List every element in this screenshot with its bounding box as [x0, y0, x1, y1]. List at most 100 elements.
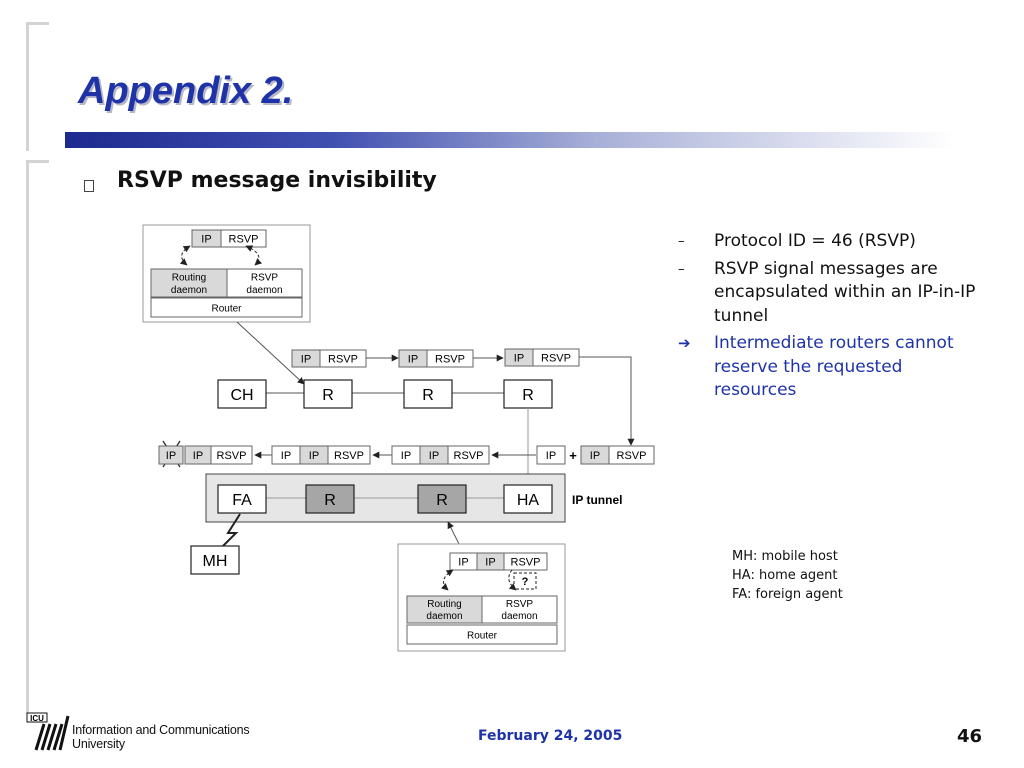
slide-subtitle: RSVP message invisibility	[117, 168, 437, 193]
legend-item: HA: home agent	[732, 568, 838, 583]
dashed-arrow	[179, 245, 191, 266]
routing-daemon-box	[406, 595, 483, 624]
packet: IP RSVP	[580, 445, 655, 465]
bullet-text: RSVP signal messages are encapsulated wi…	[714, 258, 976, 326]
ip-label: IP	[546, 450, 556, 462]
rsvp-field	[210, 445, 253, 465]
dash-icon: –	[678, 234, 685, 249]
packet-dropped: IP	[158, 445, 184, 465]
packet: IP IP RSVP	[391, 445, 490, 465]
detail-connector	[447, 521, 460, 545]
rsvp-label: RSVP	[334, 450, 364, 462]
page-number: 46	[957, 726, 983, 747]
router-node-label: R	[436, 492, 448, 509]
routing-daemon-label: daemon	[426, 611, 462, 622]
routing-daemon-label: daemon	[171, 285, 207, 296]
rsvp-label: RSVP	[511, 557, 541, 569]
rsvp-field	[327, 445, 371, 465]
bullet-text: Protocol ID = 46 (RSVP)	[714, 231, 916, 251]
bullet-item-highlight: ➔ Intermediate routers cannot reserve the…	[678, 332, 978, 403]
slide-title: Appendix 2.	[78, 70, 294, 112]
ip-label: IP	[408, 354, 418, 366]
node-fa	[217, 484, 267, 514]
node-fa-label: FA	[232, 492, 252, 509]
legend-item: MH: mobile host	[732, 549, 838, 564]
router-node-label: R	[322, 387, 334, 404]
title-underline	[65, 132, 955, 148]
rsvp-daemon-box	[226, 268, 303, 298]
rsvp-daemon-box	[481, 595, 558, 624]
rsvp-label: RSVP	[229, 234, 259, 246]
ip-label: IP	[429, 450, 439, 462]
rsvp-label: RSVP	[541, 353, 571, 365]
rsvp-label: RSVP	[435, 354, 465, 366]
packet: IP RSVP	[504, 348, 580, 367]
rsvp-field	[503, 552, 548, 571]
rsvp-label: RSVP	[328, 354, 358, 366]
ip-label: IP	[193, 450, 203, 462]
dash-icon: –	[678, 261, 685, 277]
node-ha	[503, 484, 553, 514]
ip-field	[158, 445, 184, 465]
router-node-tunnel	[305, 484, 355, 514]
packet: IP IP RSVP	[271, 445, 371, 465]
router-node-label: R	[522, 387, 534, 404]
router-label: Router	[211, 304, 242, 315]
dashed-arrow	[440, 569, 454, 591]
packet: IP RSVP	[291, 349, 367, 368]
ip-field	[536, 445, 566, 465]
router-node-label: R	[422, 387, 434, 404]
node-mh	[190, 545, 240, 575]
legend: MH: mobile host HA: home agent FA: forei…	[732, 547, 843, 604]
router-box	[150, 297, 303, 318]
wireless-link-icon	[221, 513, 241, 548]
rsvp-daemon-label: RSVP	[251, 273, 279, 284]
router-box	[406, 624, 558, 645]
router-node	[403, 379, 453, 409]
ip-label: IP	[309, 450, 319, 462]
router-detail-bottom: IP IP RSVP ? Routing daemon RSVP daemon …	[397, 543, 566, 652]
dashed-arrow	[245, 245, 263, 266]
node-ha-label: HA	[517, 492, 540, 509]
routing-daemon-box	[150, 268, 228, 298]
rsvp-field	[220, 229, 267, 248]
ip-label: IP	[485, 557, 495, 569]
ip-label: IP	[301, 354, 311, 366]
arrow-icon: ➔	[678, 334, 691, 352]
ip-label: IP	[514, 353, 524, 365]
router-node	[303, 379, 353, 409]
node-ch-label: CH	[230, 387, 253, 404]
bullet-list: – Protocol ID = 46 (RSVP) – RSVP signal me…	[678, 230, 978, 407]
rsvp-daemon-label: RSVP	[506, 599, 534, 610]
plus-sign: +	[569, 448, 577, 463]
ip-label: IP	[458, 557, 468, 569]
rsvp-label: RSVP	[617, 450, 647, 462]
packet: IP RSVP	[398, 349, 474, 368]
packet: IP	[536, 445, 566, 465]
unknown-marker	[513, 572, 537, 590]
footer-date: February 24, 2005	[478, 728, 623, 744]
rsvp-daemon-label: daemon	[501, 611, 537, 622]
routing-daemon-label: Routing	[427, 599, 461, 610]
router-node-tunnel	[417, 484, 467, 514]
router-node-label: R	[324, 492, 336, 509]
ip-label: IP	[281, 450, 291, 462]
bullet-box-icon	[84, 180, 94, 192]
question-mark: ?	[522, 576, 529, 588]
router-node	[503, 379, 553, 409]
legend-item: FA: foreign agent	[732, 587, 843, 602]
institution-name: Information and Communications	[72, 723, 250, 737]
ip-label: IP	[401, 450, 411, 462]
router-detail-top: IP RSVP Routing daemon RSVP daemon Route…	[142, 224, 311, 323]
ip-label: IP	[201, 234, 211, 246]
node-ch	[217, 379, 267, 409]
ip-tunnel-label: IP tunnel	[572, 493, 622, 507]
rsvp-daemon-label: daemon	[246, 285, 282, 296]
rsvp-field	[447, 445, 490, 465]
bullet-text-highlight: Intermediate routers cannot reserve the …	[714, 333, 954, 400]
node-mh-label: MH	[203, 553, 228, 570]
router-label: Router	[467, 631, 498, 642]
content-bracket	[26, 160, 49, 713]
ip-label: IP	[166, 450, 176, 462]
